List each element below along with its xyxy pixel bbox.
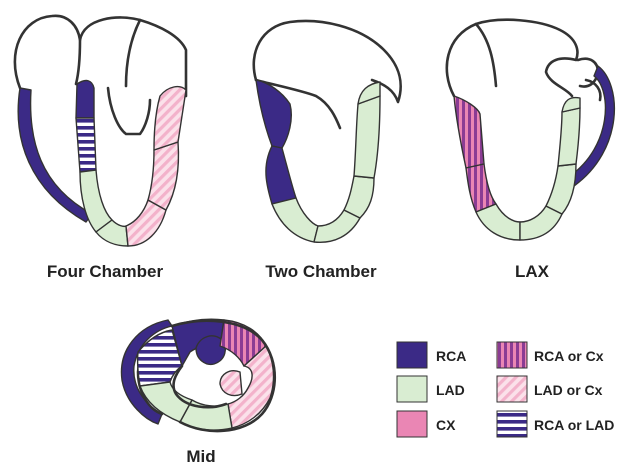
- two-chamber-anterior-mid: [354, 96, 380, 178]
- four-chamber-view: [15, 16, 186, 246]
- lax-septum-lower: [546, 164, 576, 214]
- legend-item-rca-or-cx: RCA or Cx: [497, 342, 604, 368]
- legend-swatch-lad-or-cx: [497, 376, 527, 402]
- four-chamber-septum-rca: [76, 81, 94, 118]
- legend-item-lad: LAD: [397, 376, 465, 402]
- two-chamber-label: Two Chamber: [265, 262, 377, 281]
- legend-swatch-rca: [397, 342, 427, 368]
- legend: RCA RCA or Cx LAD LAD or Cx CX RCA or LA…: [397, 342, 614, 437]
- two-chamber-inferior-lad: [272, 198, 318, 242]
- four-chamber-septum-lad: [80, 170, 112, 232]
- legend-swatch-rca-or-cx: [497, 342, 527, 368]
- legend-label-lad-or-cx: LAD or Cx: [534, 382, 603, 398]
- legend-label-cx: CX: [436, 417, 456, 433]
- mid-short-axis-view: [121, 319, 274, 431]
- legend-swatch-rca-or-lad: [497, 411, 527, 437]
- mid-label: Mid: [186, 447, 215, 466]
- legend-swatch-cx: [397, 411, 427, 437]
- legend-label-rca-or-cx: RCA or Cx: [534, 348, 604, 364]
- four-chamber-label: Four Chamber: [47, 262, 164, 281]
- lax-label: LAX: [515, 262, 550, 281]
- two-chamber-view: [254, 21, 401, 242]
- legend-item-lad-or-cx: LAD or Cx: [497, 376, 603, 402]
- legend-item-rca-or-lad: RCA or LAD: [497, 411, 614, 437]
- two-chamber-anterior-lower: [344, 176, 374, 218]
- lax-inferolateral-rca-or-cx: [454, 96, 484, 168]
- legend-swatch-lad: [397, 376, 427, 402]
- legend-item-rca: RCA: [397, 342, 466, 368]
- four-chamber-lateral-upper: [154, 87, 186, 150]
- lax-septum-mid: [558, 108, 580, 166]
- mid-papillary-lad-or-cx: [220, 371, 242, 396]
- legend-label-lad: LAD: [436, 382, 465, 398]
- lax-apex-lad: [476, 204, 520, 240]
- four-chamber-septum-rca-or-lad: [76, 118, 96, 172]
- lax-inferolateral-lower: [466, 164, 496, 212]
- two-chamber-inferior-rca: [256, 80, 291, 148]
- two-chamber-inferior-rca-lower: [266, 146, 296, 204]
- four-chamber-lateral-lower: [148, 142, 179, 210]
- lax-view: [447, 20, 615, 240]
- legend-label-rca: RCA: [436, 348, 466, 364]
- legend-item-cx: CX: [397, 411, 456, 437]
- legend-label-rca-or-lad: RCA or LAD: [534, 417, 614, 433]
